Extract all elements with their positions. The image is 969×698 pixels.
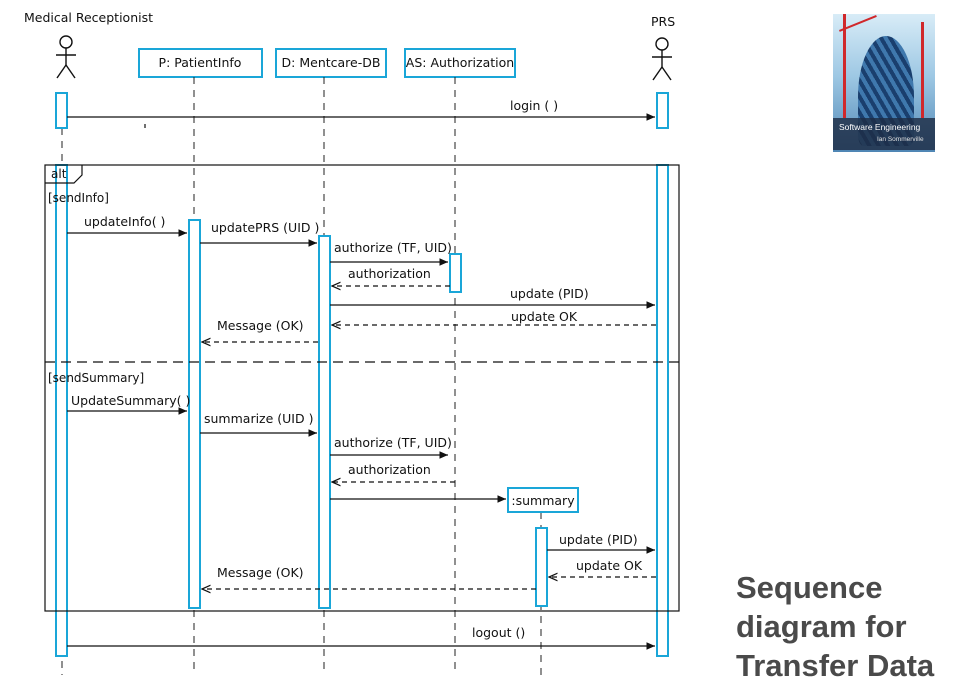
prs-activation-main [656,164,669,657]
book-cover-image: Software Engineering Ian Sommerville [833,14,935,152]
login-label: login ( ) [510,98,558,113]
update-pid-label-2: update (PID) [559,532,638,547]
update-pid-label-1: update (PID) [510,286,589,301]
summarize-label: summarize (UID ) [204,411,313,426]
slide-title: Sequence diagram for Transfer Data [736,570,935,683]
authorization-return-label-2: authorization [348,462,431,477]
update-ok-label-1: update OK [511,309,578,324]
update-ok-label-2: update OK [576,558,643,573]
message-ok-label-1: Message (OK) [217,318,304,333]
receptionist-actor-label: Medical Receptionist [24,10,153,25]
receptionist-activation-login [55,92,68,129]
alt-frame-operator: alt [51,167,67,181]
logout-label: logout () [472,625,525,640]
prs-actor-icon [652,37,672,81]
mentcare-db-object-label: D: Mentcare-DB [282,55,381,70]
receptionist-activation-main [55,164,68,657]
prs-actor-label: PRS [651,14,675,29]
update-prs-label: updatePRS (UID ) [211,220,319,235]
authorization-object-label: AS: Authorization [406,55,514,70]
authorize-label-1: authorize (TF, UID) [334,240,452,255]
patient-info-object-box [138,48,263,78]
authorization-object-box [404,48,516,78]
authorization-activation [449,253,462,293]
cover-title: Software Engineering [839,122,921,132]
summary-activation [535,527,548,607]
receptionist-actor-icon [56,35,76,79]
alt-frame-tab [45,165,83,184]
summary-object-label: :summary [511,493,575,508]
prs-activation-login [656,92,669,129]
patient-info-object-label: P: PatientInfo [159,55,242,70]
authorization-return-label-1: authorization [348,266,431,281]
alt-frame [44,164,680,612]
crane-shape [921,22,924,118]
mentcare-db-object-box [275,48,387,78]
update-info-label: updateInfo( ) [84,214,165,229]
message-ok-label-2: Message (OK) [217,565,304,580]
cover-author: Ian Sommerville [877,136,924,143]
crane-shape [843,14,846,118]
patient-info-activation [188,219,201,609]
guard-send-info: [sendInfo] [48,191,109,205]
mentcare-db-activation [318,235,331,609]
authorize-label-2: authorize (TF, UID) [334,435,452,450]
update-summary-label: UpdateSummary( ) [71,393,190,408]
guard-send-summary: [sendSummary] [48,371,144,385]
cover-title-band [833,118,935,150]
summary-object-box [507,487,579,513]
